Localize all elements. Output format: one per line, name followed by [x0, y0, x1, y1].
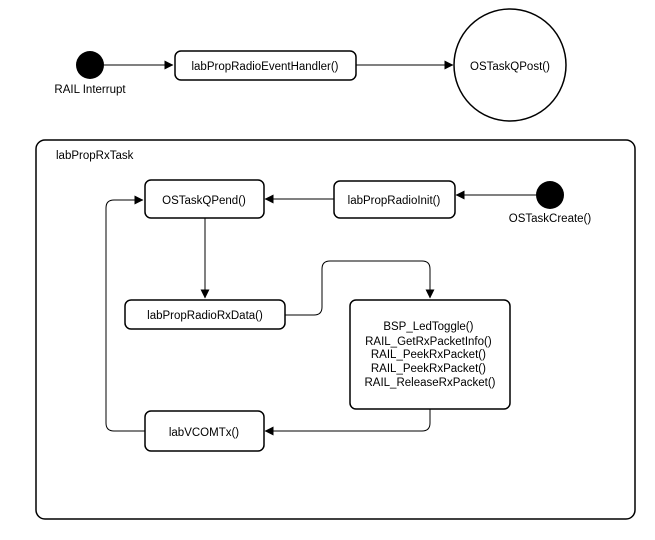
edge-comtx-to-pend	[105, 195, 145, 432]
os-task-q-post-node	[453, 8, 567, 122]
event-handler-label: labPropRadioEventHandler()	[191, 61, 338, 73]
task-q-pend-label: OSTaskQPend()	[162, 195, 246, 207]
rx-operations-list: BSP_LedToggle() RAIL_GetRxPacketInfo() R…	[364, 321, 495, 389]
op-get-rx-packet-info: RAIL_GetRxPacketInfo()	[365, 336, 492, 348]
task-create-label: OSTaskCreate()	[509, 213, 592, 225]
radio-rx-data-label: labPropRadioRxData()	[147, 310, 263, 322]
rail-interrupt-label: RAIL Interrupt	[54, 84, 126, 96]
edge-rxdata-to-ops	[285, 260, 435, 316]
task-title: labPropRxTask	[56, 150, 134, 162]
os-task-q-post-label: OSTaskQPost()	[470, 61, 550, 73]
op-release-rx-packet: RAIL_ReleaseRxPacket()	[364, 377, 495, 389]
op-led-toggle: BSP_LedToggle()	[383, 321, 473, 333]
task-create-start-node	[536, 181, 564, 209]
op-peek-rx-packet-1: RAIL_PeekRxPacket()	[371, 349, 486, 361]
vcom-tx-label: labVCOMTx()	[169, 427, 239, 439]
rail-interrupt-start-node	[76, 51, 104, 79]
op-peek-rx-packet-2: RAIL_PeekRxPacket()	[371, 363, 486, 375]
radio-init-label: labPropRadioInit()	[348, 195, 441, 207]
edge-ops-to-comtx	[264, 409, 431, 436]
